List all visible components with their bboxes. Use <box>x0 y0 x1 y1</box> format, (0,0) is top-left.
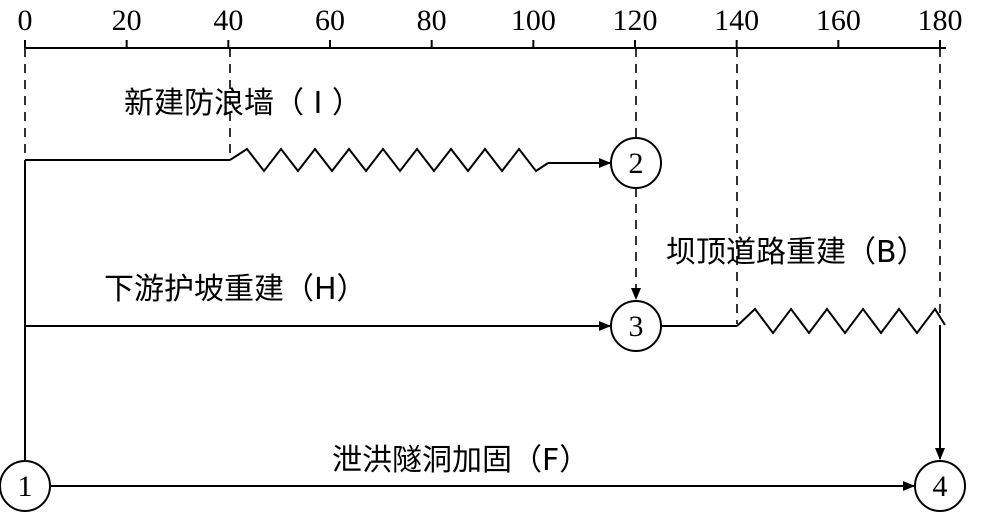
tick-label-180: 180 <box>918 4 963 37</box>
node-3-label: 3 <box>629 310 644 343</box>
tick-label-0: 0 <box>18 4 33 37</box>
time-guides <box>24 48 941 324</box>
activity-H-label: 下游护坡重建（H） <box>104 272 367 307</box>
tick-label-60: 60 <box>315 4 345 37</box>
activity-I-free-float-wave <box>229 147 549 173</box>
node-1-label: 1 <box>18 470 33 503</box>
tick-label-160: 160 <box>816 4 861 37</box>
tick-label-20: 20 <box>112 4 142 37</box>
activity-F: 泄洪隧洞加固（F） <box>51 443 915 491</box>
time-scale: 0 20 40 60 80 100 120 140 160 180 <box>18 4 963 49</box>
node-2-label: 2 <box>629 147 644 180</box>
tick-label-100: 100 <box>511 4 556 37</box>
activity-I-label: 新建防浪墙（ I ） <box>124 86 362 121</box>
node-3: 3 <box>610 300 662 352</box>
activity-I: 新建防浪墙（ I ） <box>25 86 611 173</box>
node-1: 1 <box>0 460 51 512</box>
node-4-label: 4 <box>933 470 948 503</box>
tick-label-80: 80 <box>417 4 447 37</box>
activity-B-free-float-wave <box>736 307 946 335</box>
tick-label-140: 140 <box>714 4 759 37</box>
activity-H: 下游护坡重建（H） <box>25 272 611 331</box>
node-2: 2 <box>610 137 662 189</box>
activity-B: 坝顶道路重建（B） <box>662 235 946 460</box>
activity-B-label: 坝顶道路重建（B） <box>666 235 927 270</box>
node-4: 4 <box>914 460 966 512</box>
tick-label-40: 40 <box>213 4 243 37</box>
activity-F-label: 泄洪隧洞加固（F） <box>332 443 589 478</box>
tick-label-120: 120 <box>613 4 658 37</box>
